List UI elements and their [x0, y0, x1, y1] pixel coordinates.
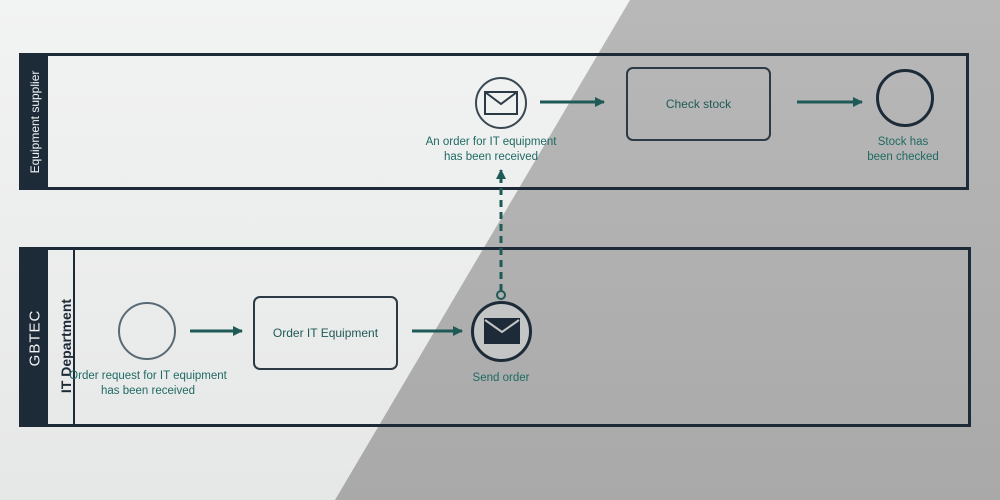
end-event[interactable] [876, 69, 934, 127]
message-flow-origin [496, 290, 506, 300]
task-order-it-equipment[interactable]: Order IT Equipment [253, 296, 398, 370]
end-event-caption: Stock has been checked [867, 135, 939, 165]
send-order-caption: Send order [473, 371, 530, 386]
task-check-stock-label: Check stock [665, 97, 732, 111]
start-event-caption: Order request for IT equipment has been … [69, 369, 227, 399]
envelope-filled-icon [484, 318, 520, 344]
start-event[interactable] [118, 302, 176, 360]
pool-equipment-supplier[interactable]: Equipment supplier [19, 53, 969, 190]
start-event-caption-line-2: has been received [101, 385, 195, 397]
send-order-event[interactable] [471, 301, 532, 362]
pool-header-supplier: Equipment supplier [22, 56, 48, 187]
task-order-it-equipment-label: Order IT Equipment [272, 326, 379, 340]
lane-divider [73, 250, 75, 424]
message-start-caption-line-1: An order for IT equipment [425, 136, 557, 148]
send-order-caption-label: Send order [472, 372, 530, 384]
pool-gbtec[interactable]: GBTEC IT Department [19, 247, 971, 427]
envelope-icon [484, 91, 518, 115]
task-check-stock[interactable]: Check stock [626, 67, 771, 141]
message-start-caption: An order for IT equipment has been recei… [426, 135, 557, 165]
end-event-caption-line-1: Stock has [877, 136, 929, 148]
message-start-event[interactable] [475, 77, 527, 129]
start-event-caption-line-1: Order request for IT equipment [69, 370, 227, 382]
message-start-caption-line-2: has been received [444, 151, 538, 163]
end-event-caption-line-2: been checked [867, 151, 939, 163]
pool-header-gbtec: GBTEC [22, 250, 48, 424]
